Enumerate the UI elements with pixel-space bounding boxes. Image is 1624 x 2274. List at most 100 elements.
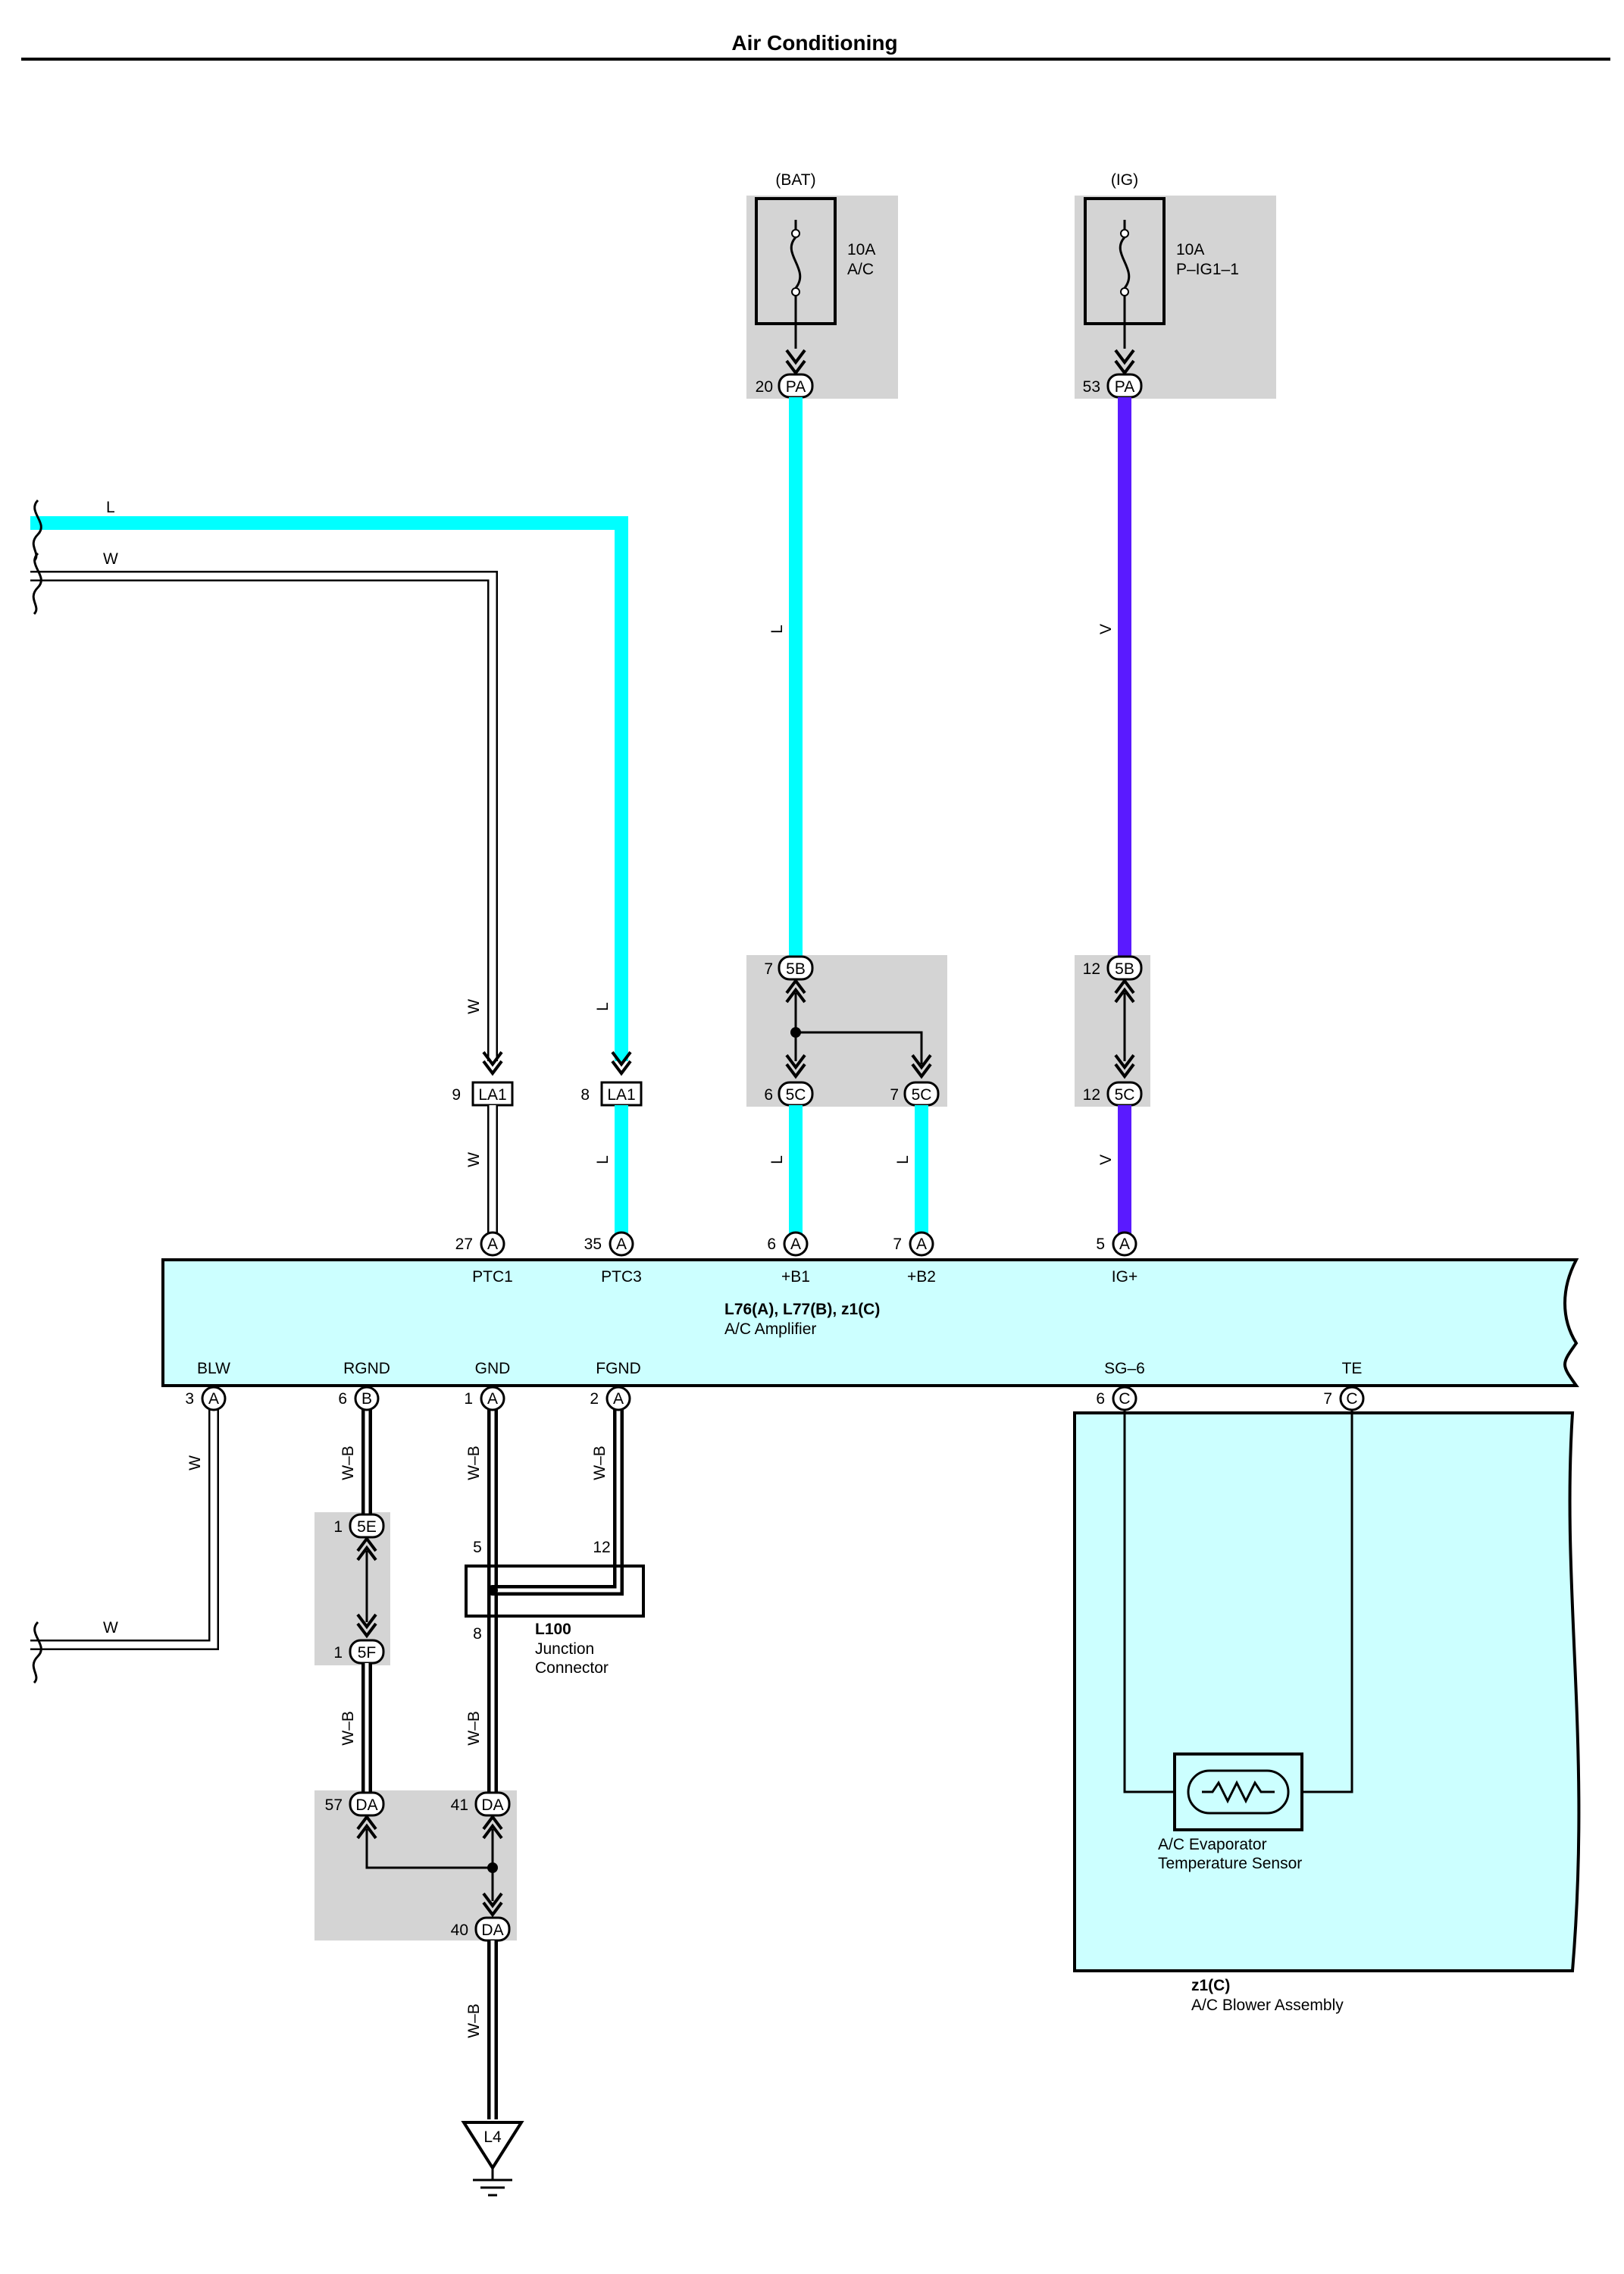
svg-text:DA: DA bbox=[481, 1796, 503, 1814]
fuse-ig-shade bbox=[1075, 196, 1276, 399]
svg-text:A: A bbox=[790, 1236, 801, 1253]
connector-la1-8: LA1 8 bbox=[580, 1081, 643, 1107]
svg-text:L4: L4 bbox=[483, 2128, 502, 2146]
wire-te-sensor bbox=[1302, 1408, 1353, 1793]
svg-text:A: A bbox=[613, 1390, 624, 1408]
amp-bottom-pin-sg6: C 6 bbox=[1096, 1386, 1137, 1411]
fuse-bat-source: (BAT) bbox=[775, 171, 815, 189]
svg-text:LA1: LA1 bbox=[607, 1086, 635, 1104]
wire-l-left-run bbox=[30, 516, 628, 1061]
svg-text:5C: 5C bbox=[786, 1086, 806, 1104]
amp-term-sg6: SG–6 bbox=[1104, 1360, 1145, 1377]
fuse-bat-shade bbox=[746, 196, 898, 399]
svg-text:6: 6 bbox=[767, 1236, 776, 1253]
svg-text:A: A bbox=[1119, 1236, 1130, 1253]
wire-label-l-b2: L bbox=[894, 1155, 912, 1164]
fuse-ig-connector: PA bbox=[1115, 378, 1134, 396]
wire-w-blw bbox=[30, 1408, 217, 1649]
svg-text:A: A bbox=[487, 1236, 498, 1253]
amp-top-pin-b2: A 7 +B2 bbox=[893, 1231, 936, 1286]
junction-l100-code: L100 bbox=[535, 1621, 571, 1638]
wire-label-l-bat: L bbox=[768, 625, 786, 634]
svg-text:PTC1: PTC1 bbox=[472, 1268, 513, 1286]
svg-text:C: C bbox=[1119, 1390, 1130, 1408]
amp-top-pin-b1: A 6 +B1 bbox=[767, 1231, 810, 1286]
svg-text:1: 1 bbox=[464, 1390, 473, 1408]
wire-label-w-ptc1: W bbox=[465, 1152, 483, 1167]
svg-text:B: B bbox=[361, 1390, 372, 1408]
svg-text:2: 2 bbox=[590, 1390, 599, 1408]
svg-text:5B: 5B bbox=[1115, 960, 1134, 978]
connector-5b-12: 5B 12 bbox=[1083, 955, 1143, 981]
blower-assembly-body bbox=[1073, 1411, 1581, 1972]
junction-l100-body bbox=[465, 1565, 645, 1618]
evaporator-temp-sensor bbox=[1173, 1752, 1303, 1831]
wire-break-w bbox=[32, 552, 42, 615]
svg-text:6: 6 bbox=[1096, 1390, 1105, 1408]
svg-text:5C: 5C bbox=[1115, 1086, 1135, 1104]
amplifier-body bbox=[161, 1258, 1579, 1387]
junction-5b5c-shade-right bbox=[1075, 955, 1150, 1107]
svg-text:12: 12 bbox=[1083, 960, 1100, 978]
svg-text:5B: 5B bbox=[786, 960, 806, 978]
sensor-name-1: A/C Evaporator bbox=[1158, 1836, 1267, 1853]
svg-text:5F: 5F bbox=[358, 1644, 377, 1662]
wire-label-wb-5f: W–B bbox=[340, 1711, 357, 1746]
svg-text:1: 1 bbox=[333, 1518, 343, 1536]
svg-text:A: A bbox=[208, 1390, 219, 1408]
amp-bottom-pin-blw: A 3 bbox=[185, 1386, 227, 1411]
junction-l100-name-2: Connector bbox=[535, 1659, 609, 1677]
svg-text:5E: 5E bbox=[357, 1518, 377, 1536]
wire-label-wb-ground: W–B bbox=[465, 2003, 483, 2038]
connector-5b-7: 5B 7 bbox=[764, 955, 814, 981]
junction-l100-pin-bottom: 8 bbox=[473, 1625, 482, 1643]
svg-text:41: 41 bbox=[451, 1796, 468, 1814]
amp-term-te: TE bbox=[1342, 1360, 1363, 1377]
page-title: Air Conditioning bbox=[731, 31, 897, 55]
junction-l100-pin-left: 5 bbox=[473, 1539, 482, 1556]
amp-top-pin-ptc1: A 27 PTC1 bbox=[455, 1231, 513, 1286]
wire-label-wb-gnd-lower: W–B bbox=[465, 1711, 483, 1746]
svg-text:3: 3 bbox=[185, 1390, 194, 1408]
blower-code: z1(C) bbox=[1191, 1977, 1230, 1994]
svg-text:7: 7 bbox=[890, 1086, 899, 1104]
fuse-ig-pin: 53 bbox=[1083, 378, 1100, 396]
junction-l100-name-1: Junction bbox=[535, 1640, 594, 1658]
fuse-bat-block: (BAT) 10A A/C PA 20 bbox=[746, 171, 898, 399]
svg-text:6: 6 bbox=[764, 1086, 773, 1104]
wire-label-l-b1: L bbox=[768, 1155, 786, 1164]
sensor-name-2: Temperature Sensor bbox=[1158, 1855, 1302, 1872]
amp-bottom-pin-te: C 7 bbox=[1323, 1386, 1365, 1411]
svg-text:5C: 5C bbox=[912, 1086, 932, 1104]
svg-text:9: 9 bbox=[452, 1086, 461, 1104]
wire-w-left-run bbox=[30, 571, 498, 1061]
amp-bottom-pin-rgnd: B 6 bbox=[338, 1386, 380, 1411]
svg-text:DA: DA bbox=[355, 1796, 377, 1814]
wire-label-w-blw: W bbox=[186, 1455, 204, 1471]
fuse-bat-pin: 20 bbox=[756, 378, 773, 396]
svg-text:C: C bbox=[1346, 1390, 1357, 1408]
blower-name: A/C Blower Assembly bbox=[1191, 1997, 1344, 2014]
svg-text:A: A bbox=[487, 1390, 498, 1408]
wire-label-w-la1-top: W bbox=[465, 999, 483, 1014]
amp-bottom-pin-gnd: A 1 bbox=[464, 1386, 505, 1411]
connector-la1-9: LA1 9 bbox=[452, 1081, 514, 1107]
amplifier-codes: L76(A), L77(B), z1(C) bbox=[724, 1301, 880, 1318]
connector-5c-12: 5C 12 bbox=[1083, 1081, 1143, 1107]
fuse-ig-rating: 10A bbox=[1176, 241, 1204, 258]
wire-wb-fgnd bbox=[493, 1408, 621, 1593]
fuse-bat-element bbox=[790, 236, 802, 289]
connector-5c-6: 5C 6 bbox=[764, 1081, 814, 1107]
svg-text:35: 35 bbox=[584, 1236, 602, 1253]
wire-label-wb-fgnd: W–B bbox=[591, 1446, 609, 1480]
amp-term-fgnd: FGND bbox=[596, 1360, 641, 1377]
amp-term-blw: BLW bbox=[197, 1360, 230, 1377]
fuse-bat-connector: PA bbox=[786, 378, 806, 396]
svg-text:7: 7 bbox=[893, 1236, 902, 1253]
svg-text:A: A bbox=[916, 1236, 927, 1253]
wire-label-l-la1-top: L bbox=[594, 1002, 612, 1011]
svg-text:12: 12 bbox=[1083, 1086, 1100, 1104]
svg-text:27: 27 bbox=[455, 1236, 473, 1253]
svg-text:57: 57 bbox=[325, 1796, 343, 1814]
